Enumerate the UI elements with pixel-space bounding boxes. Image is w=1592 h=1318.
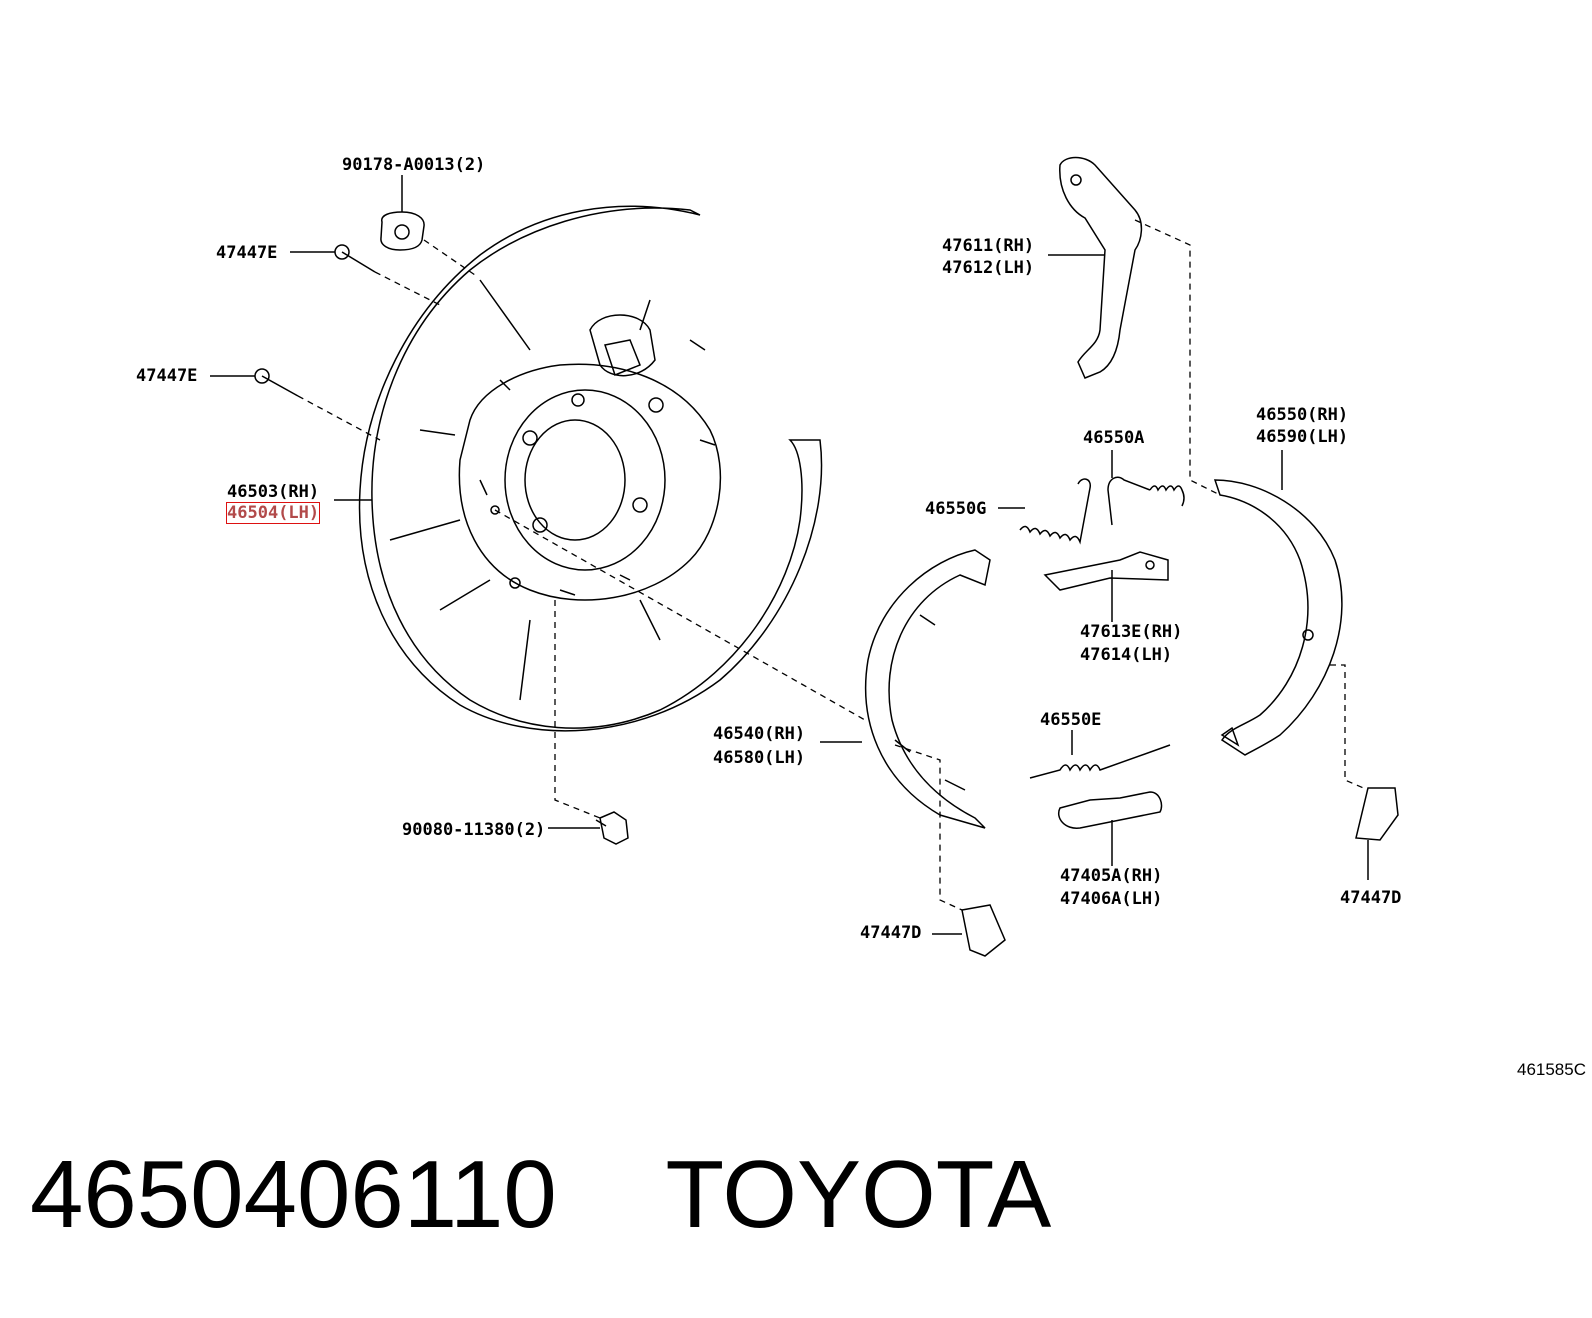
leader-lines — [210, 175, 1369, 935]
label-strut-rh: 47613E(RH) — [1080, 622, 1183, 642]
bolt-bottom — [595, 811, 629, 845]
clip-left — [961, 904, 1006, 957]
label-pin-lower: 47447E — [136, 366, 198, 386]
shoe-right — [1213, 479, 1343, 756]
label-lever-rh: 47611(RH) — [942, 236, 1035, 256]
parking-lever — [1059, 156, 1143, 379]
label-adjuster-lh: 47406A(LH) — [1060, 889, 1163, 909]
clip-right — [1355, 787, 1399, 841]
backing-plate — [358, 205, 823, 732]
label-plate-lh[interactable]: 46504(LH) — [225, 502, 321, 524]
spring-g — [1019, 478, 1091, 545]
footer-title: 4650406110 TOYOTA — [30, 1140, 1051, 1250]
diagram-code: 461585C — [1516, 1060, 1586, 1079]
label-spring-e: 46550E — [1040, 710, 1102, 730]
label-strut-lh: 47614(LH) — [1080, 645, 1173, 665]
adjuster — [1058, 791, 1163, 829]
label-lever-lh: 47612(LH) — [942, 258, 1035, 278]
dashed-lines — [297, 219, 1369, 911]
label-plate-rh: 46503(RH) — [227, 482, 320, 502]
label-clip-left: 47447D — [860, 923, 922, 943]
label-spring-g: 46550G — [925, 499, 987, 519]
label-clip-right: 47447D — [1340, 888, 1402, 908]
bolt-top — [380, 211, 425, 251]
label-shoe-right-lh: 46590(LH) — [1256, 427, 1349, 447]
label-spring-a: 46550A — [1083, 428, 1145, 448]
label-adjuster-rh: 47405A(RH) — [1060, 866, 1163, 886]
spring-e — [1029, 744, 1171, 779]
label-bolt-bottom: 90080-11380(2) — [402, 820, 546, 840]
part-number: 4650406110 — [30, 1141, 557, 1248]
shoe-left — [864, 549, 991, 829]
label-shoe-left-rh: 46540(RH) — [713, 724, 806, 744]
label-shoe-right-rh: 46550(RH) — [1256, 405, 1349, 425]
label-pin-upper: 47447E — [216, 243, 278, 263]
label-shoe-left-lh: 46580(LH) — [713, 748, 806, 768]
pin-upper — [334, 244, 376, 273]
label-bolt-top: 90178-A0013(2) — [342, 155, 486, 175]
brand-name: TOYOTA — [665, 1141, 1052, 1248]
pin-lower — [254, 368, 299, 397]
strut — [1043, 551, 1169, 591]
spring-a — [1107, 476, 1185, 526]
